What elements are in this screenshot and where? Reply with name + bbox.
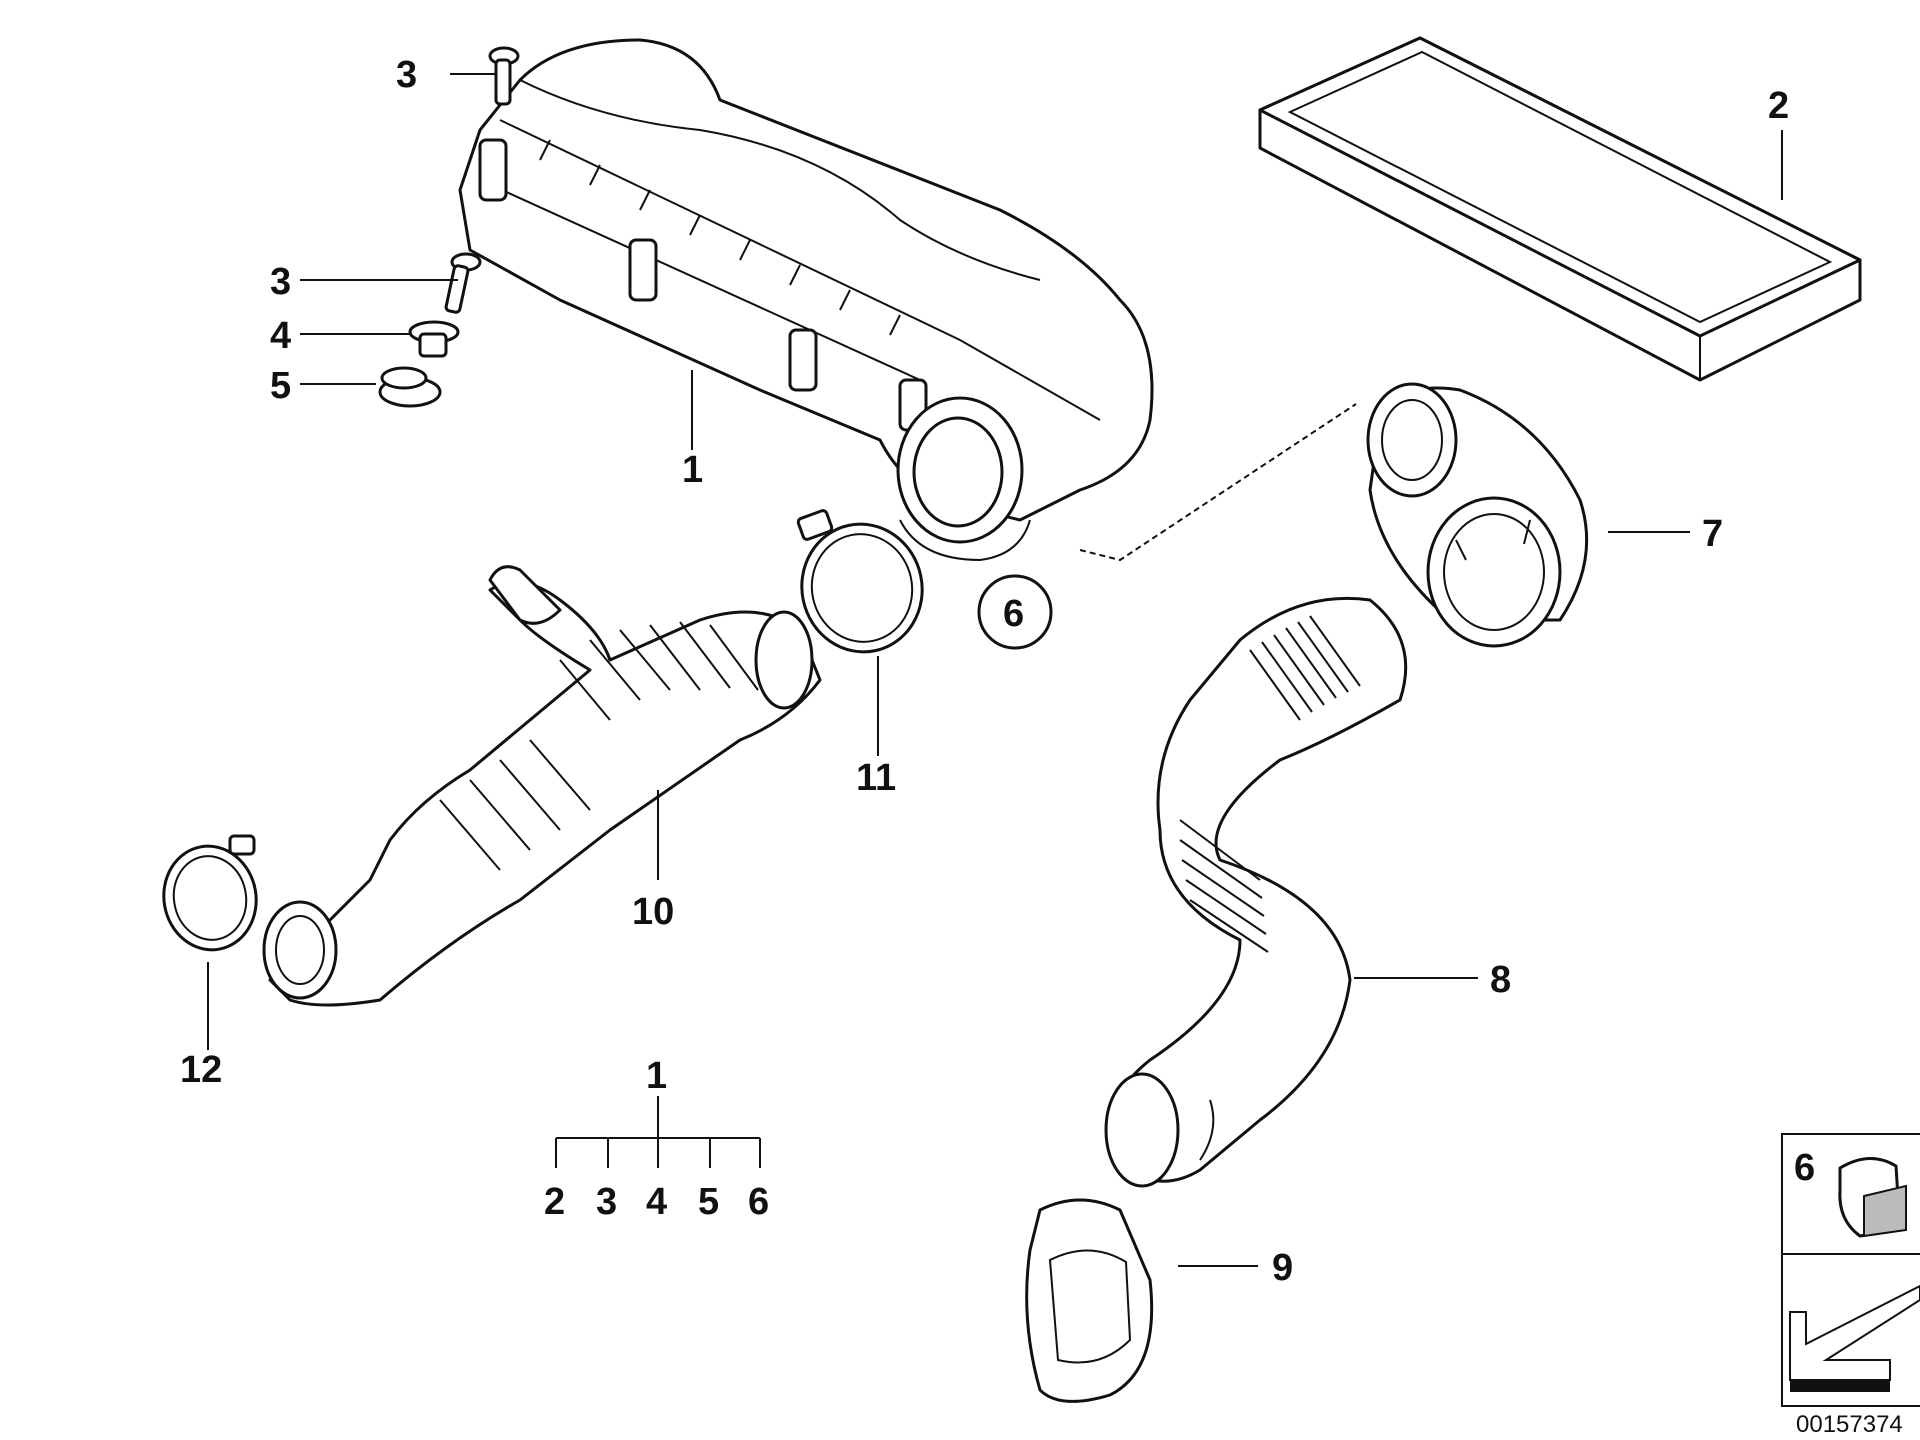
callout-labels: 3 2 3 4 5 1 7 6 11 10 8 12 9 1 2 3 4 5 6… — [180, 54, 1903, 1438]
label-part-10: 10 — [632, 891, 674, 933]
label-part-6: 6 — [1003, 593, 1024, 635]
filter-element — [1258, 36, 1862, 382]
label-part-11: 11 — [856, 757, 896, 799]
leader-lines — [207, 73, 1783, 1267]
callout-6-circle — [977, 574, 1053, 650]
label-part-7: 7 — [1702, 513, 1723, 555]
label-part-1-top: 1 — [682, 449, 703, 491]
bushing — [408, 320, 460, 358]
hose-clamp-12 — [162, 834, 258, 952]
diagram-id: 00157374 — [1796, 1411, 1903, 1438]
grommet — [378, 366, 442, 408]
label-part-3-mid: 3 — [270, 261, 291, 303]
intake-duct — [1104, 596, 1408, 1188]
kit-child-label: 4 — [646, 1181, 667, 1223]
kit-child-label: 5 — [698, 1181, 719, 1223]
intake-hose — [262, 565, 822, 1007]
label-part-8: 8 — [1490, 959, 1511, 1001]
label-part-4: 4 — [270, 315, 291, 357]
inset-box — [1781, 1133, 1920, 1407]
air-filter-housing — [458, 38, 1154, 562]
kit-child-label: 2 — [544, 1181, 565, 1223]
kit-root-label: 1 — [646, 1055, 667, 1097]
kit-child-label: 3 — [596, 1181, 617, 1223]
label-part-5: 5 — [270, 365, 291, 407]
hose-clamp-11 — [796, 509, 924, 654]
label-part-2: 2 — [1768, 85, 1789, 127]
duct-seal — [1025, 1198, 1154, 1403]
label-part-9: 9 — [1272, 1247, 1293, 1289]
kit-child-label: 6 — [748, 1181, 769, 1223]
label-part-3-top: 3 — [396, 54, 417, 96]
screw-mid — [444, 252, 482, 314]
screw-top — [488, 46, 520, 106]
intake-adapter — [1366, 382, 1589, 648]
label-part-12: 12 — [180, 1049, 222, 1091]
inset-label: 6 — [1794, 1147, 1815, 1189]
kit-tree — [555, 1096, 761, 1168]
